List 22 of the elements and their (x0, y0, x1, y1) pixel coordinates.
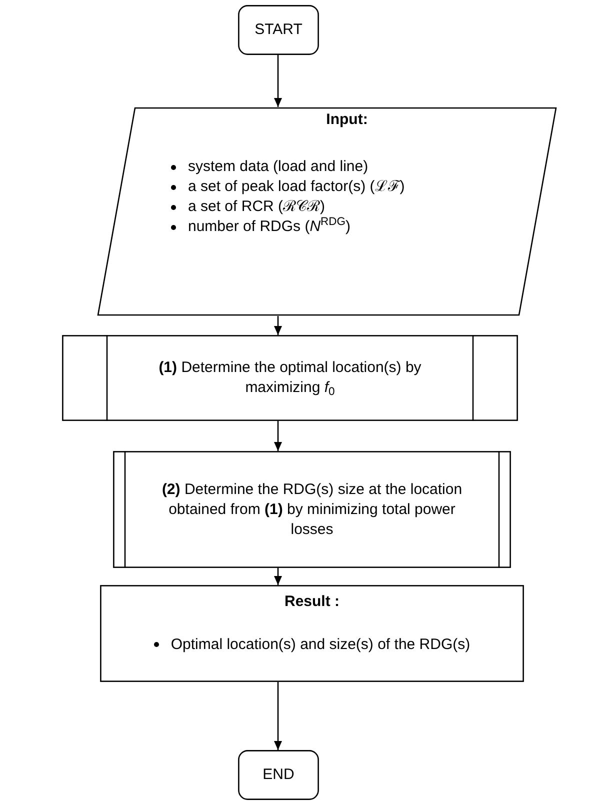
process-box (113, 451, 511, 568)
process-text: (1) Determine the optimal location(s) by maximizing f$_{0}$ (158, 358, 422, 398)
list-item: number of RDGs (N$^{RDG}$) (188, 216, 351, 236)
arrow (274, 316, 282, 335)
input-parallelogram (97, 107, 557, 316)
arrow (274, 568, 282, 585)
list-item: system data (load and line) (188, 156, 368, 176)
terminal-label: END (262, 764, 294, 785)
terminal-box (238, 5, 319, 55)
heading: Result : (284, 592, 340, 612)
list-item: a set of RCR (ℛ𝒞ℛ) (188, 196, 326, 216)
terminal-label: START (254, 20, 302, 40)
arrow (274, 421, 282, 451)
arrow (274, 682, 282, 750)
list-item: Optimal location(s) and size(s) of the RDG(s) (170, 634, 470, 654)
process-box (62, 335, 518, 421)
terminal-box (238, 750, 319, 800)
arrow (274, 55, 282, 107)
heading: Input: (325, 110, 369, 130)
process-text: (2) Determine the RDG(s) size at the location obtained from (1) by minimizing total power losses (160, 480, 464, 540)
result-box (100, 585, 524, 682)
list-item: a set of peak load factor(s) (ℒℱ) (188, 176, 405, 196)
